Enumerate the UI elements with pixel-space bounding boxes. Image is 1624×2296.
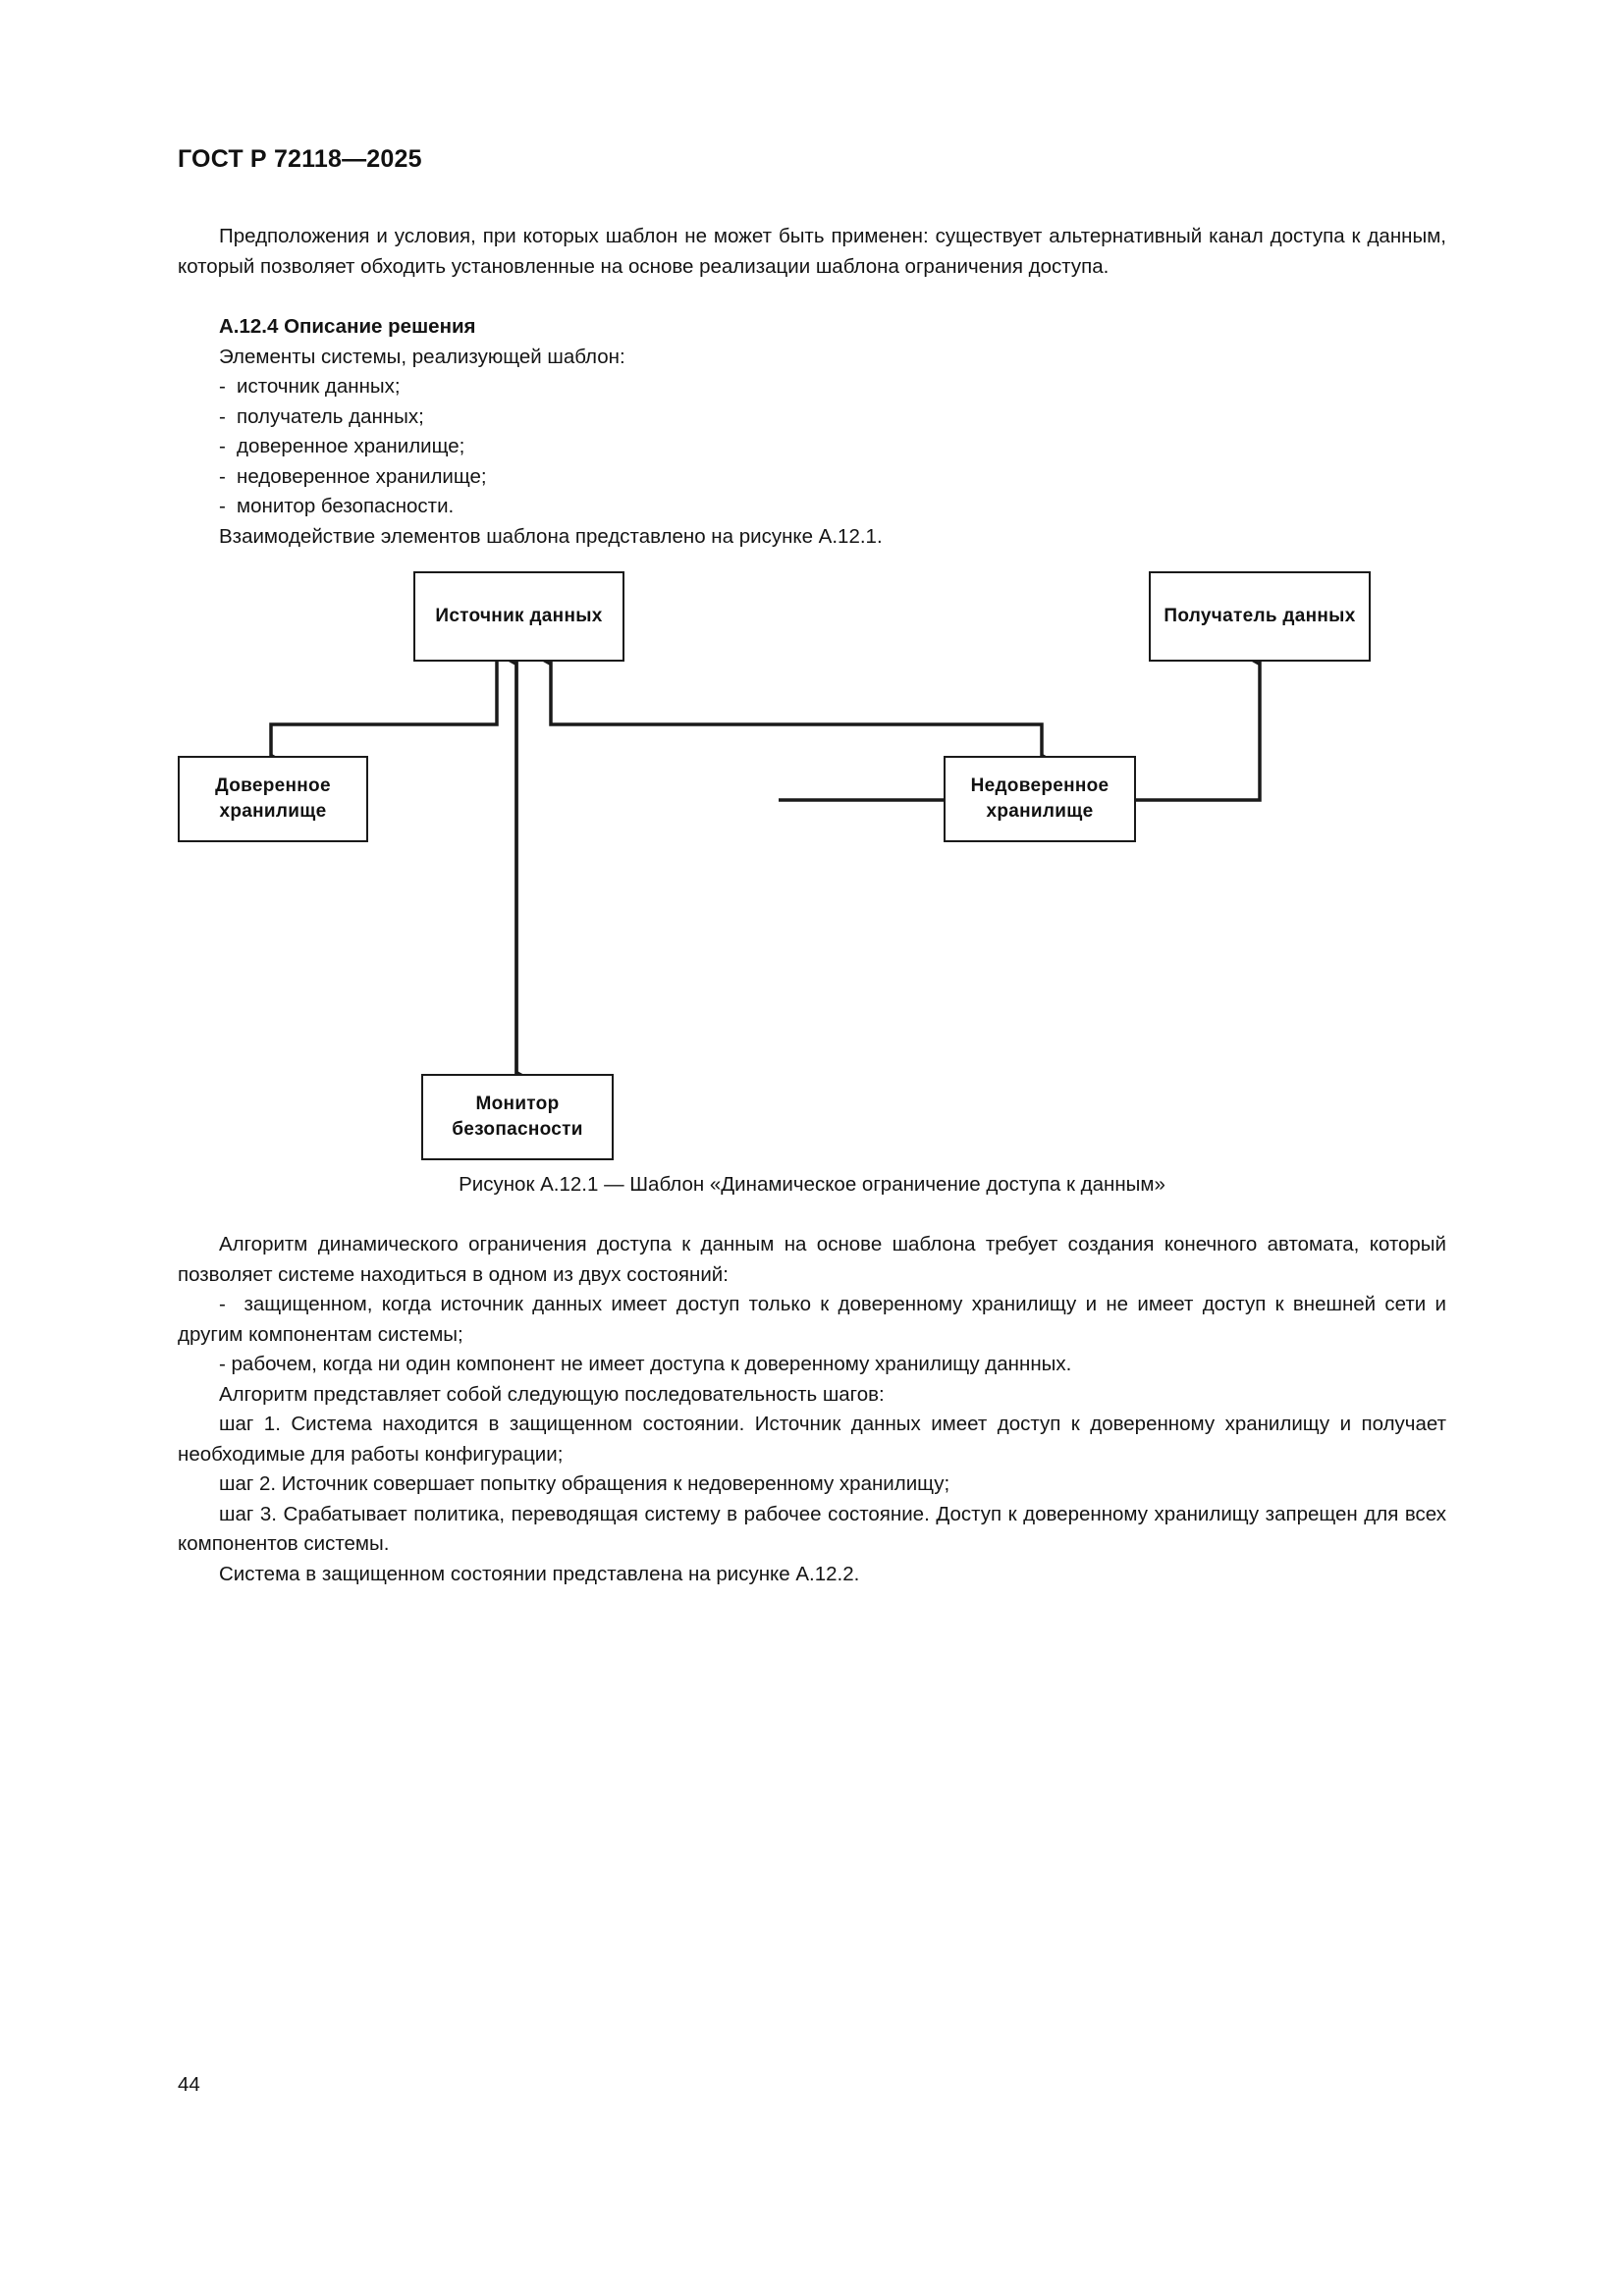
node-untrusted-storage-label-2: хранилище bbox=[986, 801, 1094, 822]
state-dash: - bbox=[219, 1353, 226, 1375]
node-untrusted-storage: Недоверенное хранилище bbox=[944, 756, 1136, 842]
node-data-receiver-label: Получатель данных bbox=[1164, 606, 1356, 626]
algorithm-intro: Алгоритм динамического ограничения досту… bbox=[178, 1233, 1446, 1286]
state-dash: - bbox=[219, 1293, 226, 1315]
list-item-label: доверенное хранилище; bbox=[237, 435, 465, 457]
state-protected: - защищенном, когда источник данных имее… bbox=[178, 1290, 1446, 1350]
list-item-label: недоверенное хранилище; bbox=[237, 464, 487, 488]
node-security-monitor: Монитор безопасности bbox=[421, 1074, 614, 1160]
section-block: А.12.4 Описание решения Элементы системы… bbox=[178, 312, 1446, 552]
state-working-text: рабочем, когда ни один компонент не имее… bbox=[231, 1353, 1072, 1375]
list-dash: - bbox=[219, 464, 226, 488]
state-protected-text: защищенном, когда источник данных имеет … bbox=[178, 1293, 1446, 1346]
node-security-monitor-label-1: Монитор bbox=[475, 1094, 560, 1114]
steps-lead-in: Алгоритм представляет собой следующую по… bbox=[219, 1382, 885, 1406]
node-data-receiver: Получатель данных bbox=[1149, 571, 1371, 662]
page-number: 44 bbox=[178, 2073, 200, 2096]
node-trusted-storage-label-1: Доверенное bbox=[215, 775, 331, 796]
figure-a-12-1: Источник данных Получатель данных Довере… bbox=[178, 560, 1446, 1207]
diagram-connectors bbox=[269, 657, 1262, 1080]
node-security-monitor-label-2: безопасности bbox=[452, 1119, 583, 1140]
list-item: -недоверенное хранилище; bbox=[178, 462, 1446, 493]
intro-paragraph: Предположения и условия, при которых шаб… bbox=[178, 225, 1446, 278]
node-data-source: Источник данных bbox=[413, 571, 624, 662]
section-heading: А.12.4 Описание решения bbox=[219, 315, 476, 338]
node-data-source-label: Источник данных bbox=[435, 606, 603, 626]
algorithm-step-1: шаг 1. Система находится в защищенном со… bbox=[178, 1413, 1446, 1466]
state-working: - рабочем, когда ни один компонент не им… bbox=[178, 1350, 1446, 1380]
list-item-label: получатель данных; bbox=[237, 404, 424, 428]
list-item: -источник данных; bbox=[178, 372, 1446, 402]
algorithm-closing: Система в защищенном состоянии представл… bbox=[219, 1562, 860, 1585]
section-after-list: Взаимодействие элементов шаблона предста… bbox=[219, 524, 883, 548]
list-dash: - bbox=[219, 495, 226, 517]
standard-header: ГОСТ Р 72118—2025 bbox=[178, 145, 422, 173]
section-lead-in: Элементы системы, реализующей шаблон: bbox=[219, 345, 625, 368]
list-dash: - bbox=[219, 375, 226, 398]
algorithm-block: Алгоритм динамического ограничения досту… bbox=[178, 1230, 1446, 1589]
list-item: -получатель данных; bbox=[178, 402, 1446, 433]
algorithm-step-3: шаг 3. Срабатывает политика, переводящая… bbox=[178, 1502, 1446, 1556]
intro-paragraph-block: Предположения и условия, при которых шаб… bbox=[178, 222, 1446, 282]
list-item: -доверенное хранилище; bbox=[178, 432, 1446, 462]
list-item-label: монитор безопасности. bbox=[237, 495, 455, 517]
list-item-label: источник данных; bbox=[237, 375, 401, 398]
list-dash: - bbox=[219, 404, 226, 428]
list-item: -монитор безопасности. bbox=[178, 492, 1446, 522]
node-trusted-storage: Доверенное хранилище bbox=[178, 756, 368, 842]
figure-caption: Рисунок А.12.1 — Шаблон «Динамическое ог… bbox=[459, 1173, 1165, 1196]
list-dash: - bbox=[219, 435, 226, 457]
node-trusted-storage-label-2: хранилище bbox=[219, 801, 327, 822]
node-untrusted-storage-label-1: Недоверенное bbox=[970, 775, 1110, 796]
algorithm-step-2: шаг 2. Источник совершает попытку обраще… bbox=[219, 1472, 950, 1495]
